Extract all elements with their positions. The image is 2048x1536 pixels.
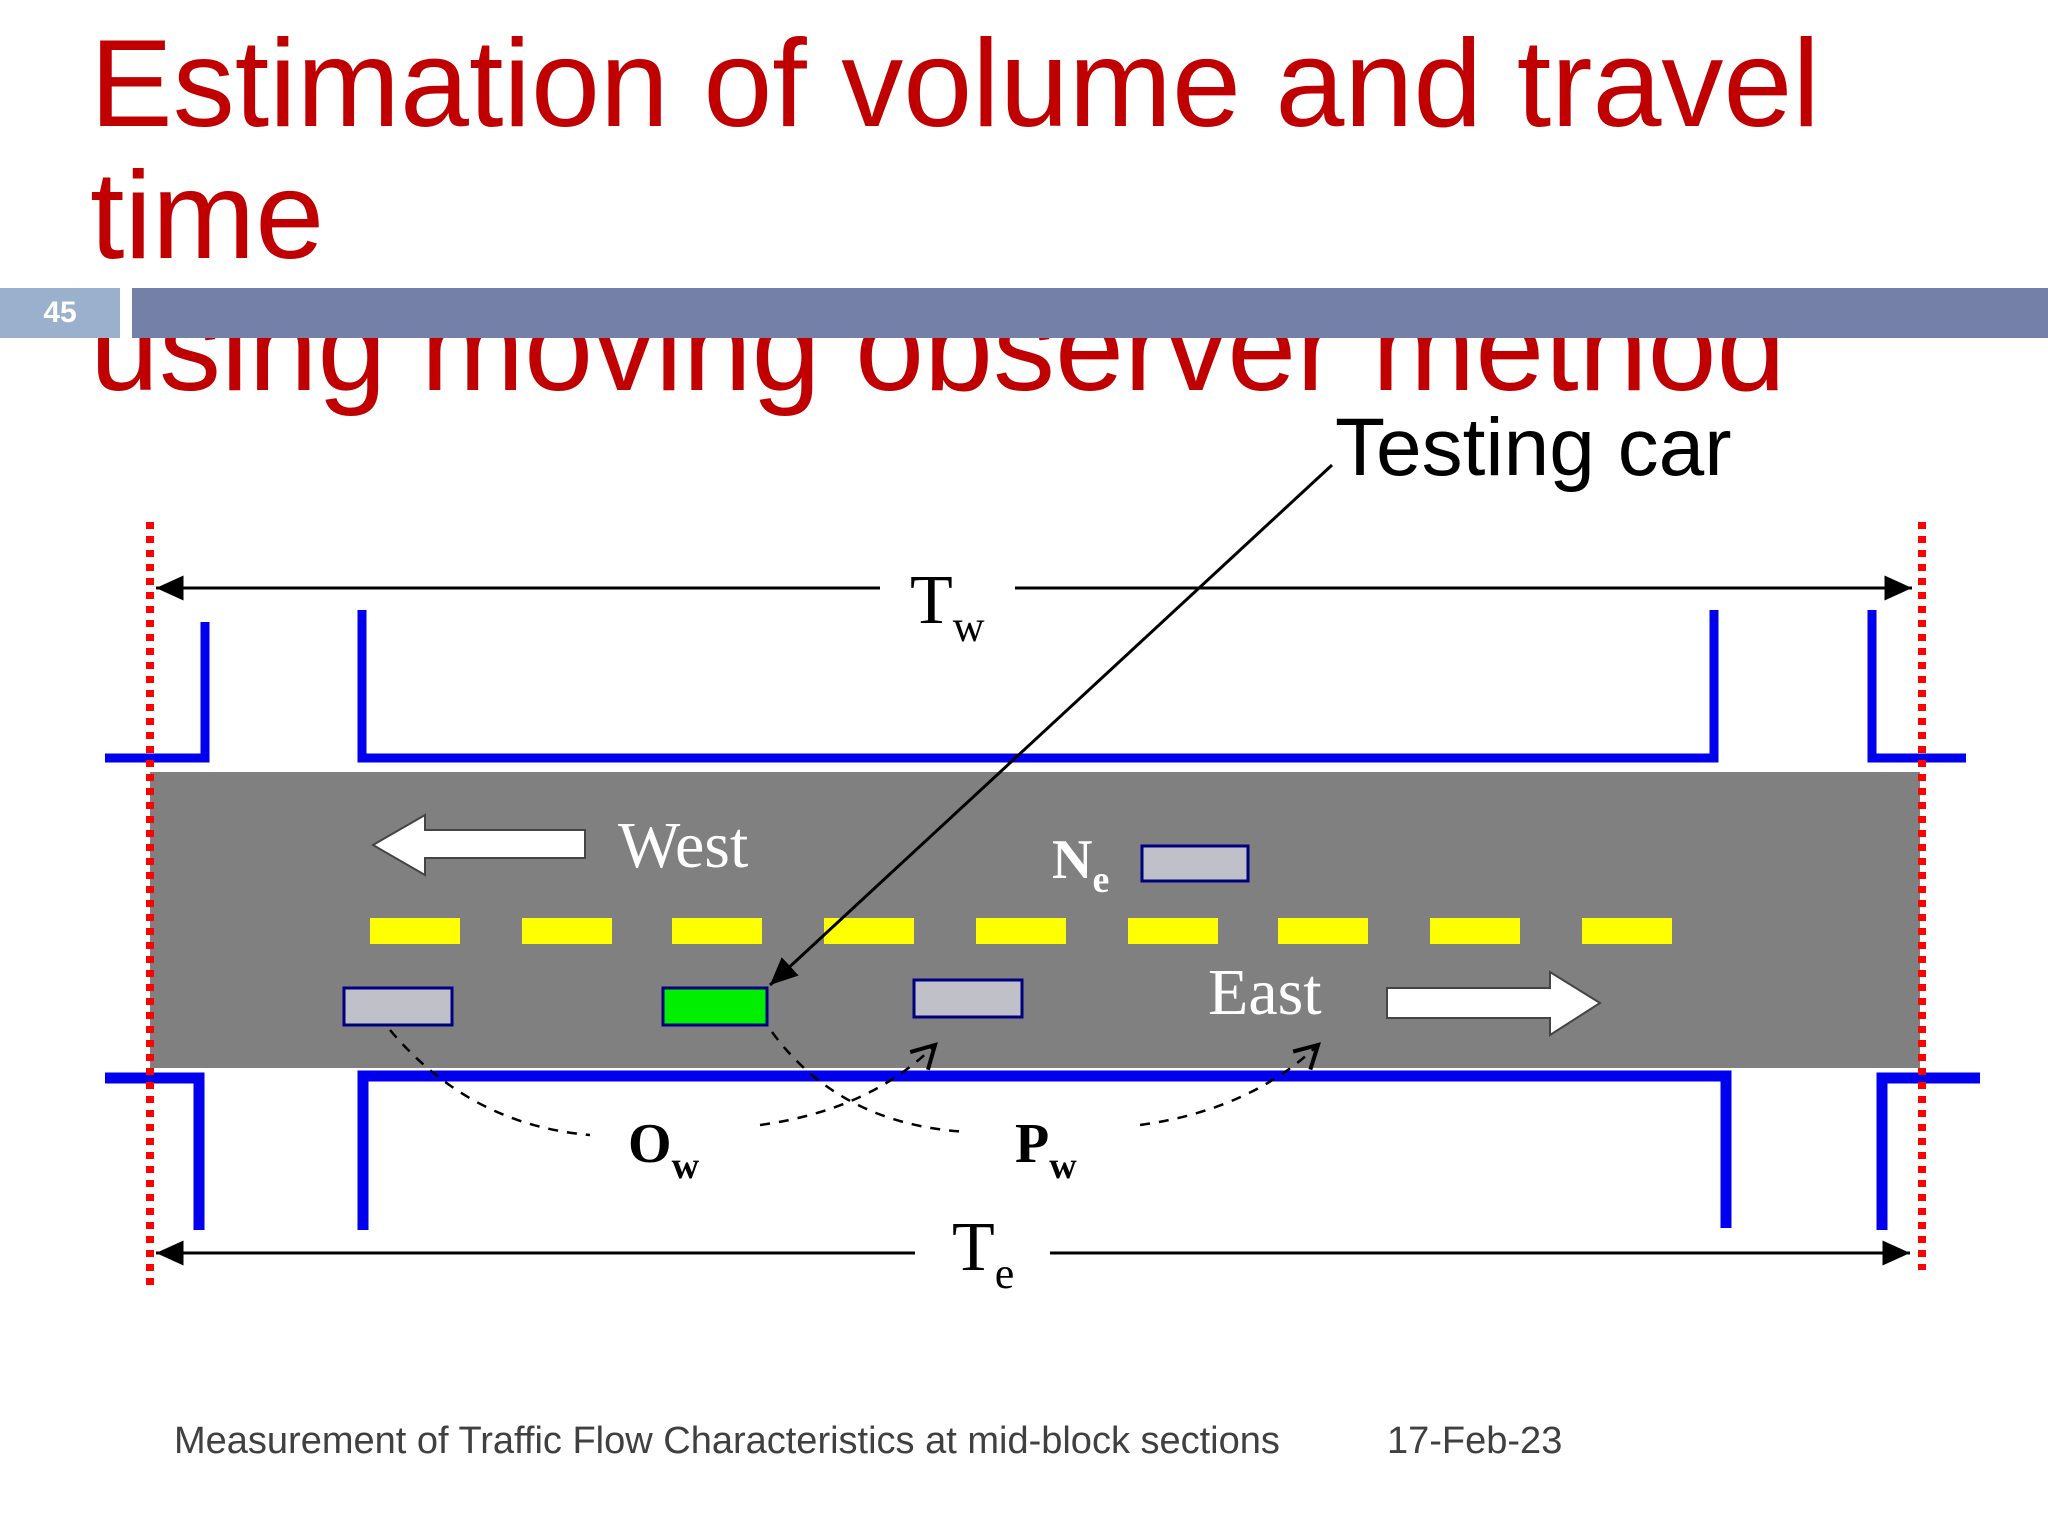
east-label: East [1208,956,1322,1029]
west-arrow [370,813,586,877]
west-label: West [618,809,748,882]
ow-label: Ow [628,1113,700,1187]
testing-car-callout-label: Testing car [1335,402,1732,493]
footer-date: 17-Feb-23 [1387,1420,1563,1462]
upper-curb [105,610,1966,763]
overtaking-arcs [389,1029,1321,1137]
tw-label: Tw [910,562,985,651]
east-arrow [1386,970,1602,1037]
overtaken-car [342,986,454,1027]
slide-title-line-1: Estimation of volume and travel time [90,15,1820,285]
testing-car [661,986,769,1027]
title-underline-bar [132,288,2048,338]
te-label: Te [952,1209,1014,1298]
passing-car [912,978,1024,1019]
pw-label: Pw [1015,1113,1077,1187]
ne-car [1140,844,1250,883]
testing-car-callout-arrow [768,463,1334,987]
footer-caption: Measurement of Traffic Flow Characterist… [174,1420,1280,1462]
center-lane-markings [370,918,1672,944]
slide-number: 45 [0,288,120,338]
ne-label: Ne [1052,829,1109,901]
lower-curb [105,1070,1980,1230]
